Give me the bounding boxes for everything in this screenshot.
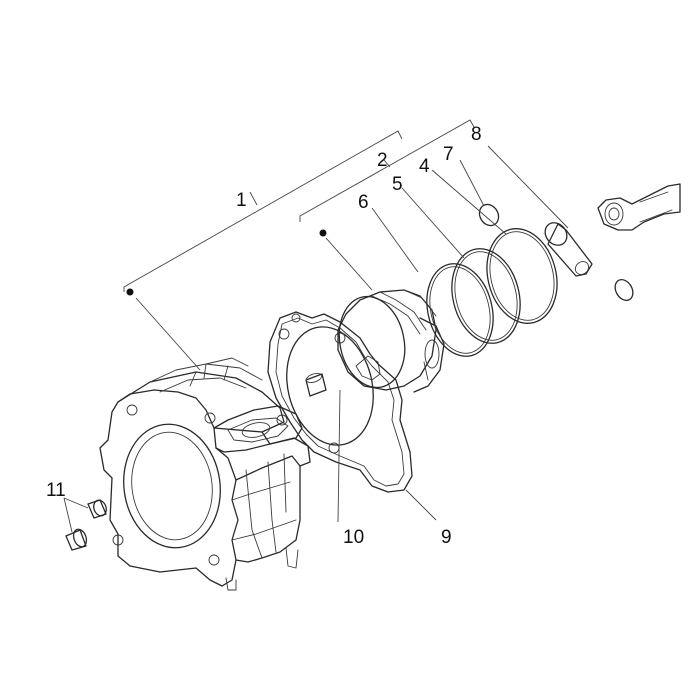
callout-leaders xyxy=(337,159,507,523)
group-bullet-1 xyxy=(126,288,134,296)
dowel-bushing-lower xyxy=(65,528,88,551)
callout-2: 2 xyxy=(377,150,388,171)
group-bracket-2 xyxy=(299,119,475,222)
piston-ring-4 xyxy=(486,228,558,324)
group-bracket-1 xyxy=(123,130,403,292)
piston-ring-6 xyxy=(426,263,494,357)
connecting-rod xyxy=(597,183,681,231)
callout-11: 11 xyxy=(46,480,66,501)
dowel-leaders xyxy=(63,497,89,533)
callout-5: 5 xyxy=(392,174,403,195)
callout-10: 10 xyxy=(343,527,364,548)
circlip-bottom xyxy=(614,279,634,301)
piston-pin xyxy=(487,145,593,277)
piston xyxy=(325,237,445,393)
callout-9: 9 xyxy=(441,527,452,548)
callout-4: 4 xyxy=(419,156,430,177)
piston-ring-5 xyxy=(451,248,521,344)
circlip-top xyxy=(478,203,500,227)
head-gasket xyxy=(267,311,437,521)
callout-8: 8 xyxy=(471,124,482,145)
callout-6: 6 xyxy=(358,192,369,213)
dowel-bushing-upper xyxy=(87,499,107,519)
cylinder-block xyxy=(99,297,311,591)
group-bullet-2 xyxy=(319,229,327,237)
callout-1: 1 xyxy=(236,190,247,211)
callout-7: 7 xyxy=(443,144,454,165)
